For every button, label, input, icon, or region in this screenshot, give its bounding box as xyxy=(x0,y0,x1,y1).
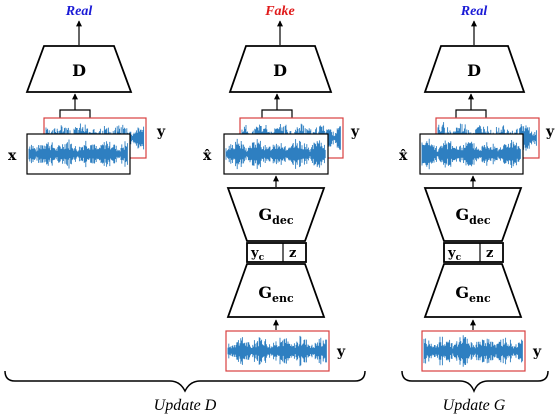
encoder-block xyxy=(226,263,326,318)
waveform-front-label: x xyxy=(8,148,17,164)
latent-code: yc z xyxy=(443,242,504,263)
decoder-block xyxy=(226,187,326,242)
waveform-front xyxy=(26,133,131,175)
decoder-label: Gdec xyxy=(258,205,293,227)
latent-noise-label: z xyxy=(486,246,493,261)
update-d-caption: Update D xyxy=(154,397,217,414)
top-label-real: Real xyxy=(460,4,488,19)
waveform-input xyxy=(225,330,330,372)
waveform-input-label: y xyxy=(532,344,542,360)
top-label-fake: Fake xyxy=(264,4,295,19)
latent-code: yc z xyxy=(246,242,307,263)
discriminator-label: D xyxy=(467,61,481,80)
discriminator-block xyxy=(25,45,133,93)
discriminator-block xyxy=(228,45,333,93)
update-g-brace xyxy=(401,370,549,394)
waveform-front-label: x̂ xyxy=(203,148,212,164)
top-label-real: Real xyxy=(65,4,93,19)
update-d-brace xyxy=(4,370,366,393)
discriminator-label: D xyxy=(273,61,287,80)
latent-noise-label: z xyxy=(289,246,296,261)
waveform-back-label: y xyxy=(545,124,555,140)
latent-content-label: yc xyxy=(447,246,462,263)
encoder-label: Genc xyxy=(455,283,491,305)
waveform-front xyxy=(223,133,329,175)
update-g-caption: Update G xyxy=(443,397,506,414)
waveform-back-label: y xyxy=(350,124,360,140)
discriminator-block xyxy=(423,45,526,93)
waveform-back-label: y xyxy=(156,124,166,140)
encoder-block xyxy=(423,263,523,318)
waveform-front xyxy=(419,133,524,175)
latent-content-label: yc xyxy=(250,246,265,263)
waveform-front-label: x̂ xyxy=(399,148,408,164)
encoder-label: Genc xyxy=(258,283,294,305)
column-update-d-real: Real D y x xyxy=(8,4,166,175)
decoder-label: Gdec xyxy=(455,205,490,227)
column-update-d-fake: Fake D y x̂ Gdec yc z xyxy=(203,4,360,372)
decoder-block xyxy=(423,187,523,242)
discriminator-label: D xyxy=(72,61,86,80)
waveform-input xyxy=(421,330,526,372)
column-update-g: Real D y x̂ Gdec yc z Genc xyxy=(399,4,555,372)
waveform-input-label: y xyxy=(336,344,346,360)
